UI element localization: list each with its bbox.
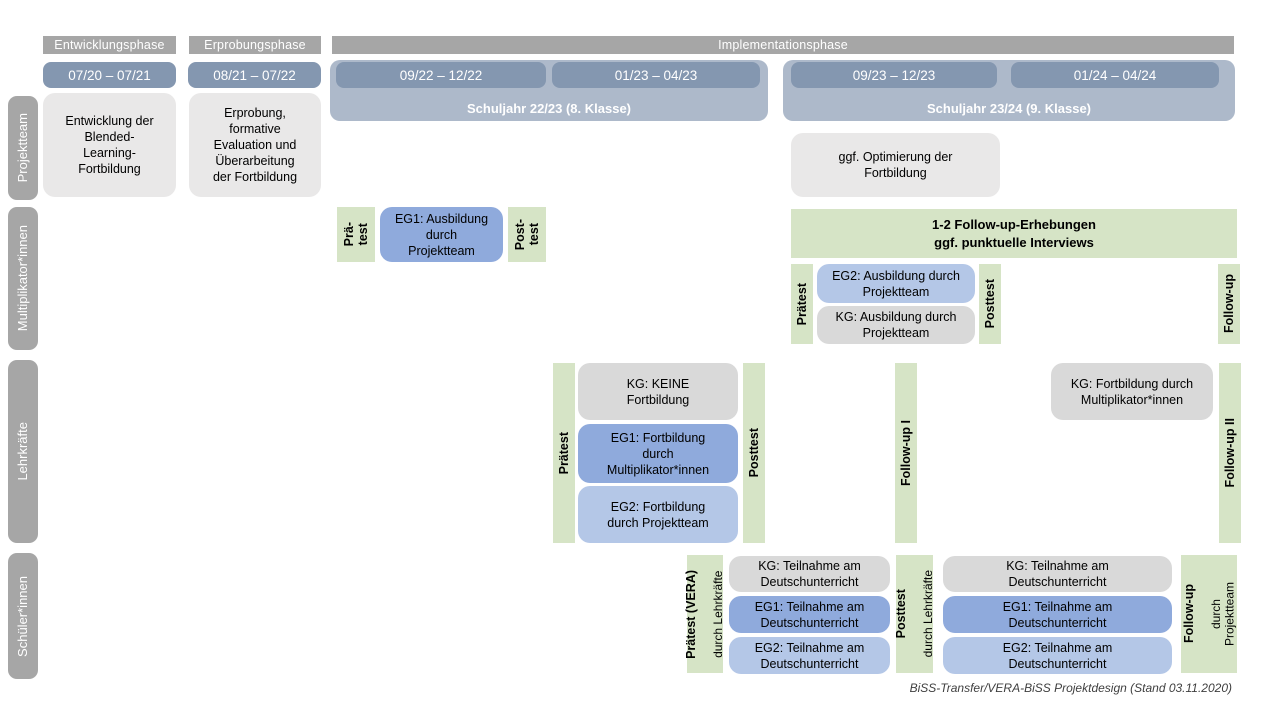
date-bar-0123-0423: 01/23 – 04/23: [552, 62, 760, 88]
row-label-lehrkraefte-text: Lehrkräfte: [14, 422, 30, 481]
gbar-lehr-followup-1: Follow-up I: [895, 363, 917, 543]
row-label-schuelerinnen-text: Schüler*innen: [14, 575, 30, 657]
box-entwicklung-fortbildung: Entwicklung der Blended- Learning- Fortb…: [43, 93, 176, 197]
box-lehr-eg2-fortbildung: EG2: Fortbildung durch Projektteam: [578, 486, 738, 543]
gbar-mult-followup: Follow-up: [1218, 264, 1240, 344]
gbar-schueler-followup-text: Follow-up durch Projektteam: [1168, 582, 1251, 646]
date-bar-0720-0721: 07/20 – 07/21: [43, 62, 176, 88]
box-schueler-kg-teilnahme-2: KG: Teilnahme am Deutschunterricht: [943, 556, 1172, 592]
gbar-mult-posttest-2-text: Posttest: [983, 279, 997, 329]
gbar-schueler-posttest-text: Posttest durch Lehrkräfte: [880, 570, 949, 657]
gbar-mult-praetest-1-text: Prä- test: [342, 222, 370, 247]
gbar-lehr-followup-2-text: Follow-up II: [1223, 418, 1237, 488]
gbar-lehr-posttest: Posttest: [743, 363, 765, 543]
row-label-schuelerinnen: Schüler*innen: [8, 553, 38, 679]
row-label-lehrkraefte: Lehrkräfte: [8, 360, 38, 543]
box-schueler-eg1-teilnahme-2: EG1: Teilnahme am Deutschunterricht: [943, 596, 1172, 633]
box-schueler-eg1-teilnahme-1: EG1: Teilnahme am Deutschunterricht: [729, 596, 890, 633]
gbar-mult-posttest-1-text: Post- test: [513, 218, 541, 251]
gbar-lehr-praetest: Prätest: [553, 363, 575, 543]
box-lehr-kg-keine: KG: KEINE Fortbildung: [578, 363, 738, 420]
box-followup-erhebungen: 1-2 Follow-up-Erhebungen ggf. punktuelle…: [791, 209, 1237, 258]
box-mult-eg1-ausbildung: EG1: Ausbildung durch Projektteam: [380, 207, 503, 262]
gbar-schueler-posttest: Posttest durch Lehrkräfte: [894, 555, 935, 673]
gbar-schueler-followup: Follow-up durch Projektteam: [1181, 555, 1237, 673]
date-bar-0922-1222: 09/22 – 12/22: [336, 62, 546, 88]
followup-sublabel: durch Projektteam: [1208, 581, 1236, 647]
row-label-multiplikatorinnen-text: Multiplikator*innen: [14, 225, 30, 332]
gbar-lehr-followup-2: Follow-up II: [1219, 363, 1241, 543]
gbar-schueler-praetest-vera: Prätest (VERA) durch Lehrkräfte: [684, 555, 726, 673]
date-bar-0124-0424: 01/24 – 04/24: [1011, 62, 1219, 88]
row-label-multiplikatorinnen: Multiplikator*innen: [8, 207, 38, 350]
praetest-vera-sublabel: durch Lehrkräfte: [711, 570, 726, 658]
box-mult-eg2-ausbildung: EG2: Ausbildung durch Projektteam: [817, 264, 975, 303]
praetest-vera-label: Prätest (VERA): [684, 569, 699, 659]
gbar-lehr-followup-1-text: Follow-up I: [899, 420, 913, 486]
followup-label: Follow-up: [1181, 584, 1196, 644]
box-schueler-eg2-teilnahme-2: EG2: Teilnahme am Deutschunterricht: [943, 637, 1172, 674]
gbar-mult-posttest-2: Posttest: [979, 264, 1001, 344]
posttest-label: Posttest: [893, 589, 908, 639]
box-mult-kg-ausbildung: KG: Ausbildung durch Projektteam: [817, 306, 975, 344]
date-bar-0821-0722: 08/21 – 07/22: [188, 62, 321, 88]
footer-caption: BiSS-Transfer/VERA-BiSS Projektdesign (S…: [909, 681, 1232, 695]
row-label-projektteam: Projektteam: [8, 96, 38, 200]
box-lehr-eg1-fortbildung: EG1: Fortbildung durch Multiplikator*inn…: [578, 424, 738, 483]
gbar-mult-praetest-2-text: Prätest: [795, 282, 809, 326]
box-erprobung-evaluation: Erprobung, formative Evaluation und Über…: [189, 93, 321, 197]
row-label-projektteam-text: Projektteam: [14, 113, 30, 183]
gbar-mult-followup-text: Follow-up: [1222, 274, 1236, 334]
box-lehr-kg-fortbildung: KG: Fortbildung durch Multiplikator*inne…: [1051, 363, 1213, 420]
box-schueler-kg-teilnahme-1: KG: Teilnahme am Deutschunterricht: [729, 556, 890, 592]
box-schueler-eg2-teilnahme-1: EG2: Teilnahme am Deutschunterricht: [729, 637, 890, 674]
date-bar-0923-1223: 09/23 – 12/23: [791, 62, 997, 88]
phase-bar-implementationsphase: Implementationsphase: [332, 36, 1234, 54]
box-optimierung-fortbildung: ggf. Optimierung der Fortbildung: [791, 133, 1000, 197]
phase-bar-entwicklungsphase: Entwicklungsphase: [43, 36, 176, 54]
gbar-lehr-praetest-text: Prätest: [557, 431, 571, 475]
phase-bar-erprobungsphase: Erprobungsphase: [189, 36, 321, 54]
gbar-lehr-posttest-text: Posttest: [747, 428, 761, 478]
gbar-mult-praetest-1: Prä- test: [337, 207, 375, 262]
gbar-mult-praetest-2: Prätest: [791, 264, 813, 344]
gbar-mult-posttest-1: Post- test: [508, 207, 546, 262]
posttest-sublabel: durch Lehrkräfte: [920, 570, 935, 658]
